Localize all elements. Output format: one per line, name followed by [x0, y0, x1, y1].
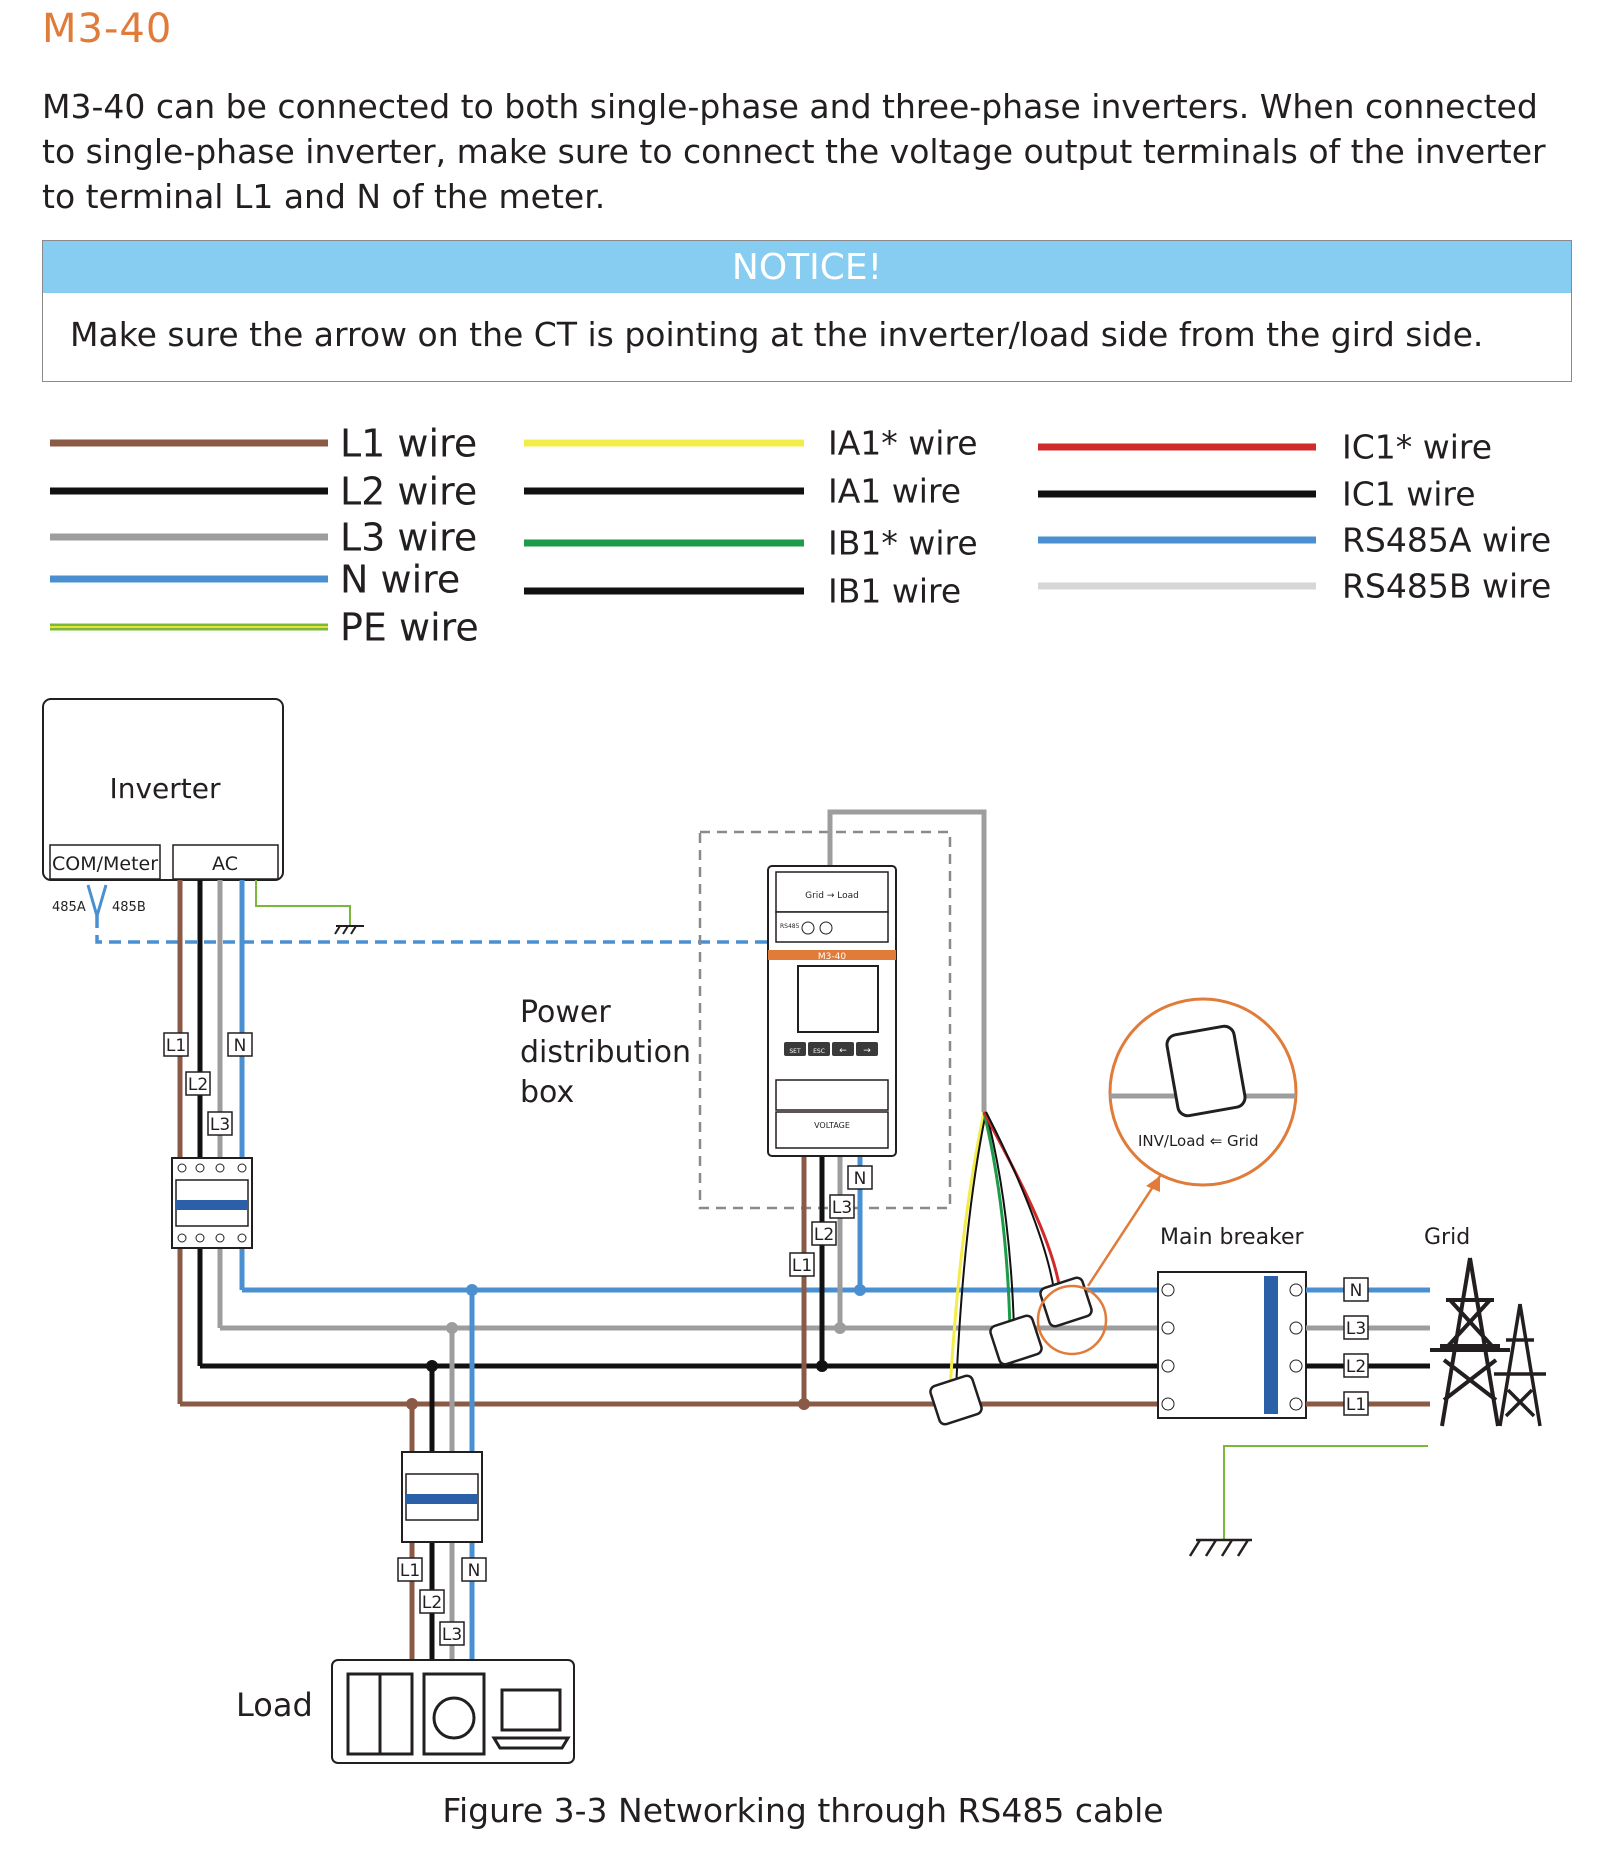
main-breaker: Main breaker — [1157, 1225, 1307, 1419]
meter-key-esc: ESC — [813, 1048, 825, 1055]
load-tag-l3: L3 — [442, 1625, 462, 1645]
intro-paragraph: M3-40 can be connected to both single-ph… — [42, 87, 1546, 216]
ac-port-label: AC — [212, 853, 238, 875]
inverter-wire-tags: L1 L2 L3 N — [163, 1032, 253, 1136]
rs485-cable — [86, 884, 770, 944]
grid-tower-icon: Grid — [1424, 1225, 1546, 1427]
ct-inset: INV/Load ⇐ Grid — [1108, 997, 1298, 1187]
tag-l3: L3 — [210, 1115, 230, 1135]
grid-ground — [1188, 1445, 1428, 1557]
legend-label: IA1 wire — [828, 472, 961, 511]
notice-text: Make sure the arrow on the CT is pointin… — [70, 315, 1484, 354]
inverter: Inverter COM/Meter AC 485A 485B — [42, 698, 284, 915]
grid-tag-l2: L2 — [1346, 1357, 1366, 1377]
com-meter-port-label: COM/Meter — [52, 853, 158, 875]
legend-label: IA1* wire — [828, 424, 978, 463]
meter-key-left: ← — [839, 1046, 847, 1056]
legend-label: PE wire — [340, 605, 479, 649]
load: Load — [236, 1659, 575, 1764]
meter-voltage-label: VOLTAGE — [814, 1121, 850, 1130]
power-box-label-3: box — [520, 1075, 574, 1110]
meter-tag-l2: L2 — [814, 1225, 834, 1245]
ct-inset-label: INV/Load ⇐ Grid — [1138, 1132, 1259, 1150]
inverter-ac-wires — [177, 880, 245, 1404]
legend-label: IC1* wire — [1342, 428, 1492, 467]
grid-side-wires: N L3 L2 L1 — [1306, 1277, 1424, 1416]
figure-caption: Figure 3-3 Networking through RS485 cabl… — [442, 1791, 1163, 1830]
ct-clamps — [929, 1175, 1162, 1426]
laptop-icon — [500, 1688, 562, 1732]
legend-label: L1 wire — [340, 421, 477, 465]
rs485b-label: 485B — [112, 900, 146, 915]
meter-model-label: M3-40 — [818, 952, 846, 962]
load-tag-l2: L2 — [422, 1593, 442, 1613]
legend-label: L3 wire — [340, 515, 477, 559]
legend-label: N wire — [340, 557, 460, 601]
legend-label: RS485A wire — [1342, 521, 1551, 560]
m3-40-meter: Grid → Load RS485 M3-40 SET ESC ← → VOLT… — [767, 865, 897, 1157]
power-distribution-box: Power distribution box — [520, 830, 952, 1210]
load-tag-l1: L1 — [400, 1561, 420, 1581]
meter-direction-label: Grid → Load — [805, 891, 859, 901]
inverter-label: Inverter — [109, 772, 221, 805]
legend-label: IB1 wire — [828, 572, 961, 611]
inverter-pe-wire — [255, 880, 364, 935]
power-box-label-2: distribution — [520, 1035, 691, 1070]
washing-machine-icon — [422, 1672, 486, 1756]
grid-tag-l3: L3 — [1346, 1319, 1366, 1339]
load-branch: L1 L2 L3 N — [397, 1284, 487, 1660]
notice-title: NOTICE! — [43, 241, 1571, 293]
section-heading: M3-40 — [42, 6, 173, 52]
meter-key-right: → — [863, 1046, 871, 1056]
legend-label: IB1* wire — [828, 524, 978, 563]
legend-label: IC1 wire — [1342, 475, 1476, 514]
notice-box: NOTICE! Make sure the arrow on the CT is… — [42, 240, 1572, 382]
grid-label: Grid — [1424, 1225, 1470, 1250]
tag-l1: L1 — [166, 1036, 186, 1056]
meter-key-set: SET — [789, 1048, 801, 1055]
meter-rs485-label: RS485 — [780, 923, 800, 930]
power-box-label-1: Power — [520, 995, 611, 1030]
inverter-breaker — [171, 1157, 253, 1249]
meter-display — [797, 965, 879, 1033]
meter-tag-n: N — [854, 1169, 867, 1189]
tag-l2: L2 — [188, 1075, 208, 1095]
meter-tag-l1: L1 — [792, 1256, 812, 1276]
rs485a-label: 485A — [52, 900, 86, 915]
ct-cable — [827, 809, 1062, 1391]
meter-voltage-wires: L1 L2 L3 N — [789, 1156, 873, 1410]
load-tag-n: N — [468, 1561, 481, 1581]
legend-label: RS485B wire — [1342, 567, 1551, 606]
tag-n: N — [234, 1036, 247, 1056]
load-label: Load — [236, 1686, 313, 1724]
grid-tag-n: N — [1350, 1281, 1363, 1301]
legend-label: L2 wire — [340, 469, 477, 513]
grid-tag-l1: L1 — [1346, 1395, 1366, 1415]
main-breaker-label: Main breaker — [1160, 1225, 1305, 1250]
meter-tag-l3: L3 — [832, 1198, 852, 1218]
